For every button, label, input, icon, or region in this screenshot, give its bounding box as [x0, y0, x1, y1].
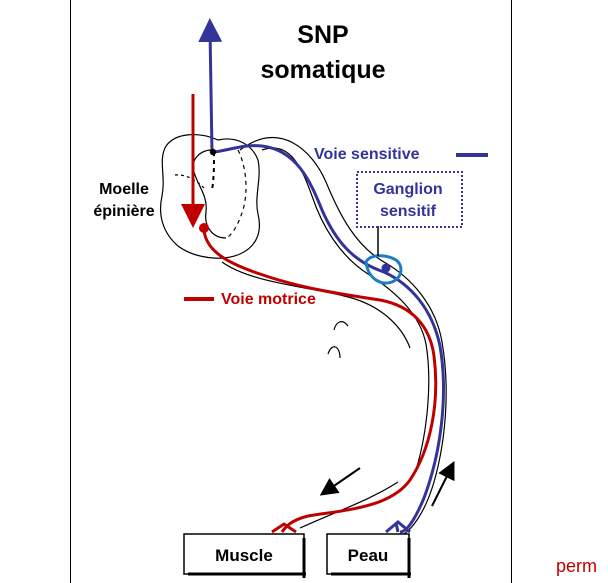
voie-sensitive-label: Voie sensitive: [314, 146, 420, 163]
spinal-cord-outline: [159, 134, 261, 259]
truncated-edge-text: perm: [556, 556, 597, 576]
moelle-label-line2: épinière: [93, 203, 154, 220]
sensory-pathway: [198, 18, 445, 534]
direction-arrows: [319, 461, 455, 507]
ganglion-icon: [364, 226, 403, 285]
ganglion-label-line1: Ganglion: [373, 181, 442, 198]
moelle-label-line1: Moelle: [99, 181, 149, 198]
title-line2: somatique: [260, 56, 385, 84]
diagram-frame: [70, 0, 512, 583]
ganglion-label-line2: sensitif: [380, 203, 437, 220]
muscle-label: Muscle: [215, 546, 273, 565]
peau-label: Peau: [348, 546, 389, 565]
ganglion-box: [356, 171, 463, 228]
motor-pathway: [181, 94, 438, 534]
title-line1: SNP: [297, 21, 348, 49]
peau-box: [326, 533, 410, 575]
voie-motrice-label: Voie motrice: [221, 291, 316, 308]
